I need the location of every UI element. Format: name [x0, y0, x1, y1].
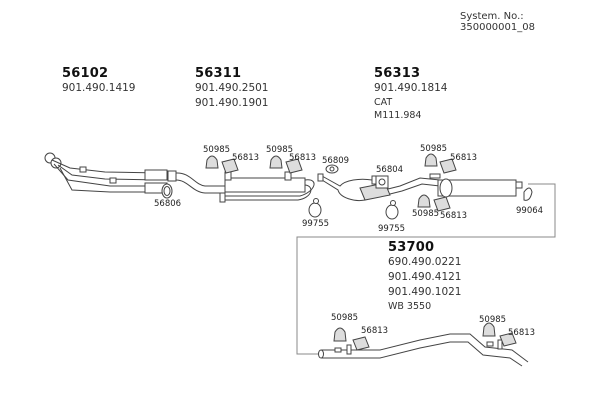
part-label: 50985 [331, 313, 359, 323]
group-title: 56102 [62, 66, 109, 81]
group-title: 56311 [195, 66, 242, 81]
part-label: 56813 [232, 153, 260, 163]
clamp-99064 [523, 187, 533, 201]
gasket-56809 [325, 164, 339, 174]
part-number: 901.490.1814 [374, 82, 448, 94]
clamp-99755-a [308, 198, 322, 218]
part-label: 50985 [203, 145, 231, 155]
bracket-56813-c [439, 158, 457, 174]
engine-code: M111.984 [374, 110, 422, 121]
bracket-56813-a [221, 158, 239, 174]
bracket-56813-b [285, 158, 303, 174]
bracket-56813-e [352, 336, 370, 351]
part-label: 99064 [516, 206, 544, 216]
bracket-56813-d [433, 196, 451, 212]
part-label: 50985 [412, 209, 440, 219]
part-number: 901.490.1419 [62, 82, 136, 94]
group-56311: 56311 901.490.2501 901.490.1901 [195, 66, 268, 111]
part-label: 56813 [450, 153, 478, 163]
assembly-connector-line [296, 183, 556, 355]
rubber-hanger-50985-f [482, 322, 496, 337]
part-note: CAT [374, 97, 393, 108]
rubber-hanger-50985-e [333, 327, 347, 342]
part-number: 901.490.1901 [195, 97, 269, 109]
part-label: 50985 [479, 315, 507, 325]
part-number: 901.490.2501 [195, 82, 269, 94]
part-label: 56813 [508, 328, 536, 338]
part-label: 56813 [289, 153, 317, 163]
group-53700: 53700 690.490.0221 901.490.4121 901.490.… [388, 240, 461, 313]
part-label: 50985 [266, 145, 294, 155]
part-label: 56804 [376, 165, 404, 175]
part-number: 690.490.0221 [388, 256, 462, 268]
group-56313: 56313 901.490.1814 CAT M111.984 [374, 66, 447, 122]
part-label: 56813 [440, 211, 468, 221]
middle-pipe-56311 [167, 170, 315, 203]
part-number: 901.490.1021 [388, 286, 462, 298]
clamp-99755-b [385, 200, 399, 220]
part-label: 50985 [420, 144, 448, 154]
group-56102: 56102 901.490.1419 [62, 66, 135, 96]
rubber-hanger-50985-c [424, 153, 438, 167]
part-label: 56809 [322, 156, 350, 166]
rubber-hanger-50985-a [205, 155, 219, 169]
part-label: 99755 [302, 219, 330, 229]
part-label: 56813 [361, 326, 389, 336]
rubber-hanger-50985-d [417, 194, 431, 208]
system-number: System. No.: 350000001_08 [460, 11, 535, 33]
part-label: 99755 [378, 224, 406, 234]
bracket-56813-f [499, 332, 517, 347]
part-label: 56806 [154, 199, 182, 209]
front-pipe-56102 [44, 152, 168, 194]
group-title: 53700 [388, 240, 435, 255]
rubber-hanger-50985-b [269, 155, 283, 169]
group-title: 56313 [374, 66, 421, 81]
gasket-56804 [375, 175, 389, 189]
rear-pipe-53700 [318, 333, 529, 367]
rear-muffler [429, 173, 523, 198]
wheelbase-note: WB 3550 [388, 301, 432, 312]
part-number: 901.490.4121 [388, 271, 462, 283]
